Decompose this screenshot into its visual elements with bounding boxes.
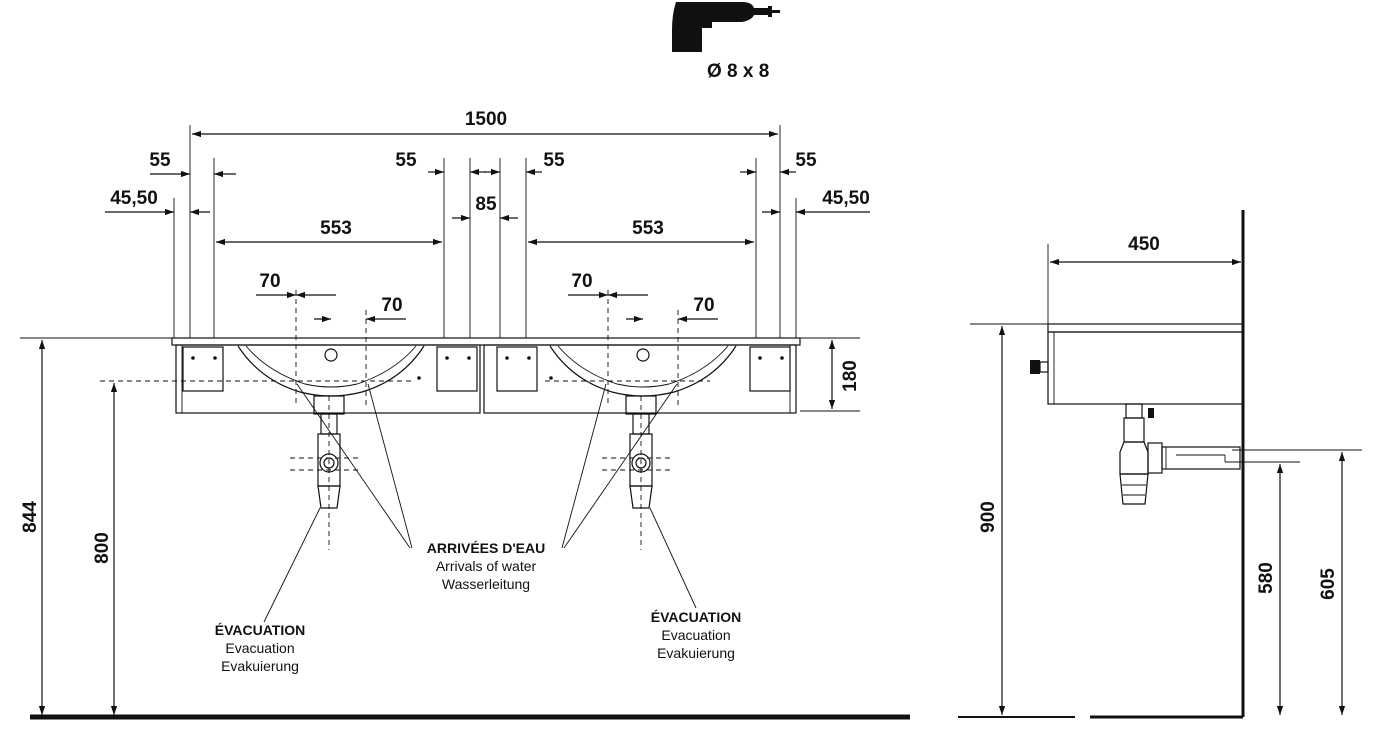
water-label-title: ARRIVÉES D'EAU — [427, 540, 545, 556]
front-view — [20, 125, 910, 720]
evac-left-title: ÉVACUATION — [215, 622, 305, 638]
evac-right-de: Evakuierung — [657, 645, 735, 661]
dim-supply-height: 800 — [92, 532, 113, 564]
dim-depth: 450 — [1128, 234, 1160, 255]
dim-outer-offset-right: 55 — [795, 150, 817, 171]
side-view — [958, 210, 1362, 719]
dim-basin-span-left: 553 — [320, 218, 352, 239]
dim-drain-high: 605 — [1318, 568, 1339, 600]
dim-center-gap: 85 — [475, 194, 497, 215]
evac-left-en: Evacuation — [225, 640, 294, 656]
drill-icon — [672, 2, 780, 52]
dim-outer-edge-left: 45,50 — [110, 188, 158, 209]
water-label-de: Wasserleitung — [442, 576, 530, 592]
dim-tap-right-b: 70 — [693, 295, 714, 316]
dim-tap-left-b: 70 — [381, 295, 402, 316]
dim-top-height: 844 — [20, 501, 41, 533]
water-label-en: Arrivals of water — [436, 558, 537, 574]
dim-tap-left-a: 70 — [259, 271, 280, 292]
dim-total-width: 1500 — [465, 109, 507, 130]
evac-right-title: ÉVACUATION — [651, 609, 741, 625]
dim-outer-edge-right: 45,50 — [822, 188, 870, 209]
dim-inner-offset-left: 55 — [395, 150, 417, 171]
dim-inner-offset-right: 55 — [543, 150, 565, 171]
evac-right-en: Evacuation — [661, 627, 730, 643]
dim-height: 900 — [978, 501, 999, 533]
drill-spec: Ø 8 x 8 — [707, 61, 769, 82]
dim-drain-low: 580 — [1256, 562, 1277, 594]
dim-cabinet-height: 180 — [840, 360, 861, 392]
dim-outer-offset-left: 55 — [149, 150, 171, 171]
left-siphon — [290, 395, 362, 550]
evac-left-de: Evakuierung — [221, 658, 299, 674]
dim-tap-right-a: 70 — [571, 271, 592, 292]
dim-basin-span-right: 553 — [632, 218, 664, 239]
right-siphon — [602, 395, 674, 550]
